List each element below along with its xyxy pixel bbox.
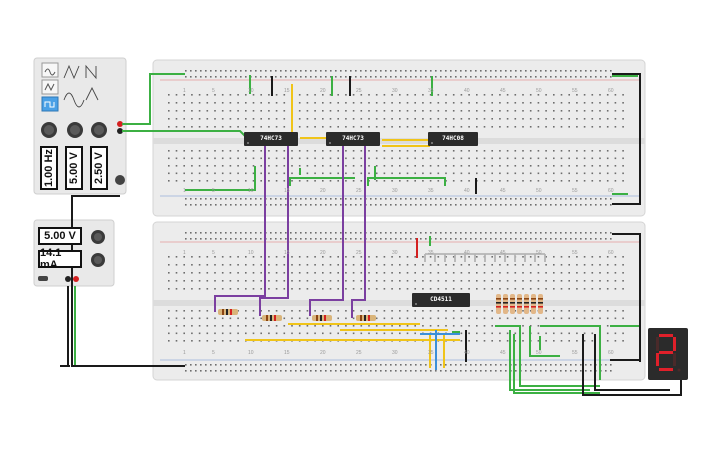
- column-number: 10: [248, 250, 254, 256]
- column-number: 10: [248, 350, 254, 356]
- column-number: 20: [320, 88, 326, 94]
- column-number: 45: [500, 250, 506, 256]
- column-number: 15: [284, 250, 290, 256]
- segment-a: [659, 334, 673, 337]
- breadboard-bottom[interactable]: [152, 221, 646, 381]
- column-number: 35: [428, 350, 434, 356]
- column-number: 25: [356, 188, 362, 194]
- column-number: 20: [320, 250, 326, 256]
- column-number: 35: [428, 188, 434, 194]
- column-number: 40: [464, 350, 470, 356]
- chip-74hc08-label: 74HC08: [442, 135, 464, 142]
- column-number: 50: [536, 350, 542, 356]
- yellow-wires[interactable]: [245, 84, 460, 368]
- column-number: 45: [500, 350, 506, 356]
- column-number: 55: [572, 350, 578, 356]
- chip-74hc73-b[interactable]: [326, 132, 380, 146]
- column-number: 15: [284, 350, 290, 356]
- blue-wires[interactable]: [420, 330, 460, 370]
- column-number: 1: [183, 250, 186, 256]
- column-number: 15: [284, 88, 290, 94]
- column-number: 5: [212, 88, 215, 94]
- chip-74hc73-a[interactable]: [244, 132, 298, 146]
- column-number: 30: [392, 188, 398, 194]
- chip-74hc73-a-label: 74HC73: [260, 135, 282, 142]
- segment-e: [656, 353, 659, 366]
- chip-74hc73-b-label: 74HC73: [342, 135, 364, 142]
- column-number: 55: [572, 188, 578, 194]
- column-number: 15: [284, 188, 290, 194]
- column-number: 30: [392, 88, 398, 94]
- chip-74hc08[interactable]: [428, 132, 478, 146]
- column-number: 60: [608, 88, 614, 94]
- frequency-display: 1.00 Hz: [40, 146, 58, 190]
- segment-d: [659, 368, 673, 371]
- column-number: 10: [248, 188, 254, 194]
- column-number: 40: [464, 88, 470, 94]
- column-number: 30: [392, 350, 398, 356]
- black-wires[interactable]: [60, 73, 682, 396]
- voltage-display: 5.00 V: [38, 227, 82, 245]
- segment-g: [659, 351, 673, 354]
- segment-f: [656, 337, 659, 351]
- breadboard-holes: [168, 70, 624, 372]
- column-number: 60: [608, 250, 614, 256]
- column-number: 1: [183, 188, 186, 194]
- column-number: 50: [536, 188, 542, 194]
- resistors-led[interactable]: [218, 309, 376, 321]
- column-number: 5: [212, 350, 215, 356]
- offset-display: 2.50 V: [90, 146, 108, 190]
- column-number: 1: [183, 350, 186, 356]
- current-display: 14.1 mA: [38, 247, 82, 271]
- column-number: 40: [464, 250, 470, 256]
- segment-c: [673, 353, 676, 366]
- column-number: 25: [356, 250, 362, 256]
- column-number: 20: [320, 188, 326, 194]
- column-number: 10: [248, 88, 254, 94]
- column-number: 5: [212, 188, 215, 194]
- column-number: 5: [212, 250, 215, 256]
- segment-b: [673, 337, 676, 351]
- purple-wires[interactable]: [214, 146, 366, 318]
- column-number: 30: [392, 250, 398, 256]
- column-number: 60: [608, 188, 614, 194]
- column-number: 20: [320, 350, 326, 356]
- column-number: 40: [464, 188, 470, 194]
- column-number: 50: [536, 250, 542, 256]
- column-number: 35: [428, 88, 434, 94]
- column-number: 50: [536, 88, 542, 94]
- chip-cd4511[interactable]: [412, 293, 470, 307]
- resistor-array[interactable]: [496, 294, 543, 314]
- digit-segments: [656, 334, 681, 372]
- column-number: 25: [356, 350, 362, 356]
- column-number: 55: [572, 88, 578, 94]
- segment-dp: [677, 368, 681, 372]
- column-number: 60: [608, 350, 614, 356]
- gray-bus-wires[interactable]: [424, 253, 546, 262]
- column-number: 1: [183, 88, 186, 94]
- column-number: 45: [500, 88, 506, 94]
- column-number: 45: [500, 188, 506, 194]
- chip-cd4511-label: CD4511: [430, 296, 452, 303]
- column-number: 25: [356, 88, 362, 94]
- amplitude-display: 5.00 V: [65, 146, 83, 190]
- column-number: 35: [428, 250, 434, 256]
- column-number: 55: [572, 250, 578, 256]
